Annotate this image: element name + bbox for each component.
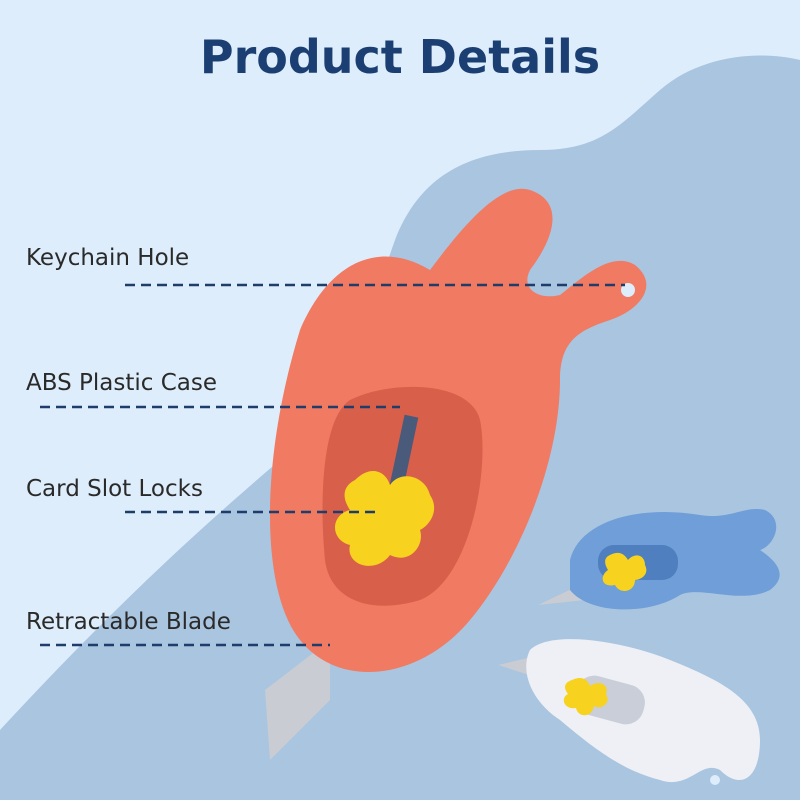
page-title: Product Details xyxy=(199,30,601,84)
blade xyxy=(265,640,330,760)
label-retractable-blade: Retractable Blade xyxy=(26,609,231,635)
label-abs-plastic-case: ABS Plastic Case xyxy=(26,370,218,396)
blue-cutter xyxy=(538,508,780,610)
lock-slider xyxy=(335,470,435,566)
white-cutter xyxy=(498,639,760,785)
label-keychain-hole: Keychain Hole xyxy=(26,245,190,271)
keychain-hole xyxy=(621,283,635,297)
orange-cutter xyxy=(265,188,647,760)
label-card-slot-locks: Card Slot Locks xyxy=(26,476,203,502)
